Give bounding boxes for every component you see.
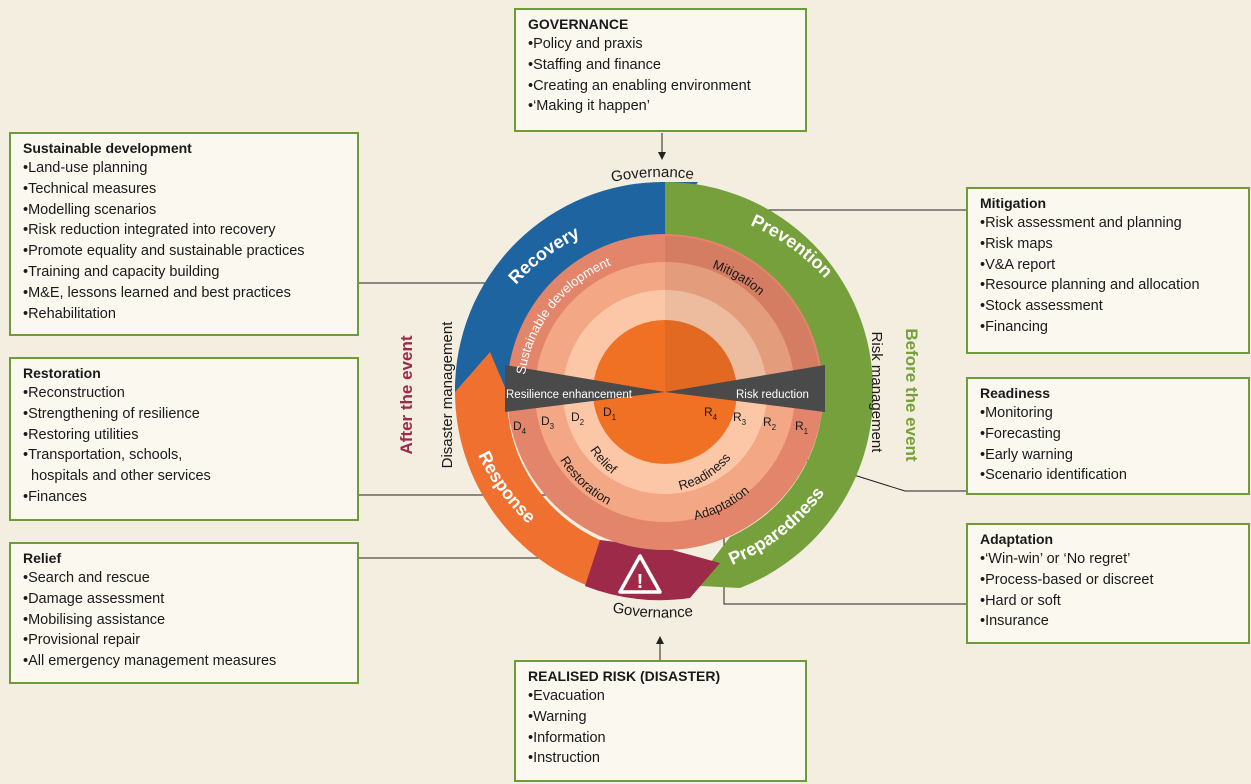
bullet-item: •Restoring utilities (23, 426, 139, 443)
disaster-management-label: Disaster management (439, 321, 456, 469)
bullet-item: •Scenario identification (980, 467, 1127, 484)
bullet-item: •Risk reduction integrated into recovery (23, 222, 276, 239)
preparedness-arc (682, 392, 874, 588)
bullet-item: •Policy and praxis (528, 36, 643, 52)
governance-bottom-arc (585, 540, 720, 601)
governance-box: GOVERNANCE •Policy and praxis •Staffing an… (514, 8, 807, 132)
bullet-item: •Transportation, schools, (23, 447, 183, 464)
sustainable-development-box-title: Sustainable development (23, 140, 192, 156)
bullet-item: •Staffing and finance (528, 56, 661, 73)
warning-icon: ! (618, 554, 662, 594)
bullet-item: •Modelling scenarios (23, 201, 157, 218)
bullet-item: •Finances (23, 488, 87, 505)
bullet-item: •Early warning (980, 446, 1073, 463)
bullet-item: •Strengthening of resilience (23, 405, 200, 422)
bullet-item: •All emergency management measures (23, 653, 277, 670)
bullet-item: •Damage assessment (23, 590, 165, 607)
risk-management-label: Risk management (868, 332, 885, 454)
recovery-arc (454, 181, 698, 392)
restoration-box: Restoration •Reconstruction •Strengthening… (9, 357, 359, 521)
bullet-item: •‘Win-win’ or ‘No regret’ (980, 551, 1131, 567)
before-the-event-label: Before the event (902, 328, 921, 462)
bullet-item: •Evacuation (528, 688, 605, 704)
bullet-item: •‘Making it happen’ (528, 98, 650, 115)
bullet-item: •Provisional repair (23, 632, 141, 649)
svg-text:!: ! (637, 571, 644, 593)
bullet-item: •Monitoring (980, 405, 1053, 421)
realised-risk-box-title: REALISED RISK (DISASTER) (528, 668, 721, 684)
bullet-item: •Hard or soft (980, 592, 1061, 609)
response-arc (455, 352, 600, 590)
realised-risk-box: REALISED RISK (DISASTER) •Evacuation •Warn… (514, 660, 807, 782)
bullet-item: •M&E, lessons learned and best practices (23, 284, 291, 301)
relief-box-title: Relief (23, 550, 62, 566)
restoration-box-title: Restoration (23, 365, 101, 381)
readiness-box: Readiness •Monitoring •Forecasting •Early w… (966, 377, 1250, 495)
bullet-item: •Forecasting (980, 425, 1061, 442)
resilience-enhancement-label: Resilience enhancement (506, 389, 633, 401)
bullet-item: •Instruction (528, 750, 600, 767)
bullet-item: •Reconstruction (23, 385, 125, 401)
bullet-item: •V&A report (980, 256, 1056, 273)
bullet-item: •Stock assessment (980, 298, 1103, 315)
resilience-risk-band (505, 365, 825, 412)
bullet-item: •Search and rescue (23, 570, 150, 586)
risk-reduction-label: Risk reduction (736, 389, 809, 401)
bullet-item: •Training and capacity building (23, 263, 220, 280)
bullet-item: •Financing (980, 318, 1048, 335)
after-the-event-label: After the event (397, 335, 416, 454)
mitigation-box-title: Mitigation (980, 195, 1047, 211)
bullet-item: •Land-use planning (23, 160, 148, 176)
bullet-item: •Insurance (980, 613, 1049, 630)
governance-bottom-label: Governance (611, 599, 694, 621)
bullet-item: •Risk maps (980, 235, 1053, 252)
readiness-box-title: Readiness (980, 385, 1051, 401)
governance-box-title: GOVERNANCE (528, 16, 629, 32)
bullet-item: •Warning (528, 708, 587, 725)
bullet-item: •Information (528, 729, 606, 746)
governance-top-label: Governance (610, 164, 695, 186)
bullet-item: •Technical measures (23, 180, 157, 197)
bullet-item: •Rehabilitation (23, 305, 116, 322)
bullet-item: •Risk assessment and planning (980, 215, 1182, 231)
relief-box: Relief •Search and rescue •Damage assessme… (9, 542, 359, 684)
outer-cycle-ring (454, 181, 874, 601)
bullet-item: •Mobilising assistance (23, 611, 166, 628)
adaptation-box-title: Adaptation (980, 531, 1054, 547)
bullet-item: •Promote equality and sustainable practi… (23, 243, 305, 260)
bullet-item: •Creating an enabling environment (528, 77, 751, 94)
sustainable-development-box: Sustainable development •Land-use plannin… (9, 132, 359, 336)
mitigation-box: Mitigation •Risk assessment and planning •… (966, 187, 1250, 354)
adaptation-box: Adaptation •‘Win-win’ or ‘No regret’ •Proc… (966, 523, 1250, 644)
bullet-item: •Resource planning and allocation (980, 277, 1200, 294)
bullet-item: •Process-based or discreet (980, 571, 1154, 588)
bullet-item: hospitals and other services (23, 468, 211, 485)
